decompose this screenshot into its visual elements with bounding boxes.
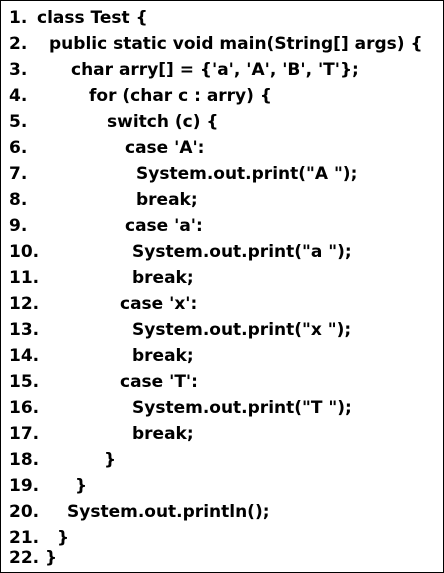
line-number: 7. — [9, 164, 28, 184]
line-number: 1. — [9, 8, 28, 28]
line-text: case 'a': — [125, 216, 203, 236]
line-number: 6. — [9, 138, 28, 158]
line-text: class Test { — [37, 8, 148, 28]
line-number: 22. — [9, 548, 40, 568]
line-text: } — [104, 450, 117, 470]
line-text: for (char c : arry) { — [89, 86, 272, 106]
line-text: case 'x': — [120, 294, 198, 314]
line-number: 4. — [9, 86, 28, 106]
line-number: 13. — [9, 320, 40, 340]
line-number: 15. — [9, 372, 40, 392]
line-number: 21. — [9, 528, 40, 548]
line-number: 3. — [9, 60, 28, 80]
line-number: 18. — [9, 450, 40, 470]
line-number: 5. — [9, 112, 28, 132]
line-text: case 'A': — [125, 138, 205, 158]
line-number: 9. — [9, 216, 28, 236]
line-text: System.out.print("x "); — [132, 320, 352, 340]
line-text: public static void main(String[] args) { — [49, 34, 423, 54]
line-number: 11. — [9, 268, 40, 288]
line-text: case 'T': — [120, 372, 198, 392]
line-text: break; — [136, 190, 198, 210]
line-number: 10. — [9, 242, 40, 262]
line-text: } — [75, 476, 88, 496]
line-text: break; — [132, 268, 194, 288]
line-text: } — [57, 528, 70, 548]
line-text: } — [45, 548, 58, 568]
line-text: System.out.print("A "); — [136, 164, 358, 184]
line-text: switch (c) { — [107, 112, 219, 132]
line-number: 12. — [9, 294, 40, 314]
line-text: System.out.print("T "); — [132, 398, 352, 418]
line-number: 19. — [9, 476, 40, 496]
line-number: 20. — [9, 502, 40, 522]
line-number: 2. — [9, 34, 28, 54]
line-number: 17. — [9, 424, 40, 444]
line-text: break; — [132, 346, 194, 366]
line-text: System.out.print("a "); — [132, 242, 352, 262]
line-text: char arry[] = {'a', 'A', 'B', 'T'}; — [71, 60, 359, 80]
line-text: System.out.println(); — [67, 502, 270, 522]
line-number: 8. — [9, 190, 28, 210]
line-text: break; — [132, 424, 194, 444]
line-number: 14. — [9, 346, 40, 366]
line-number: 16. — [9, 398, 40, 418]
